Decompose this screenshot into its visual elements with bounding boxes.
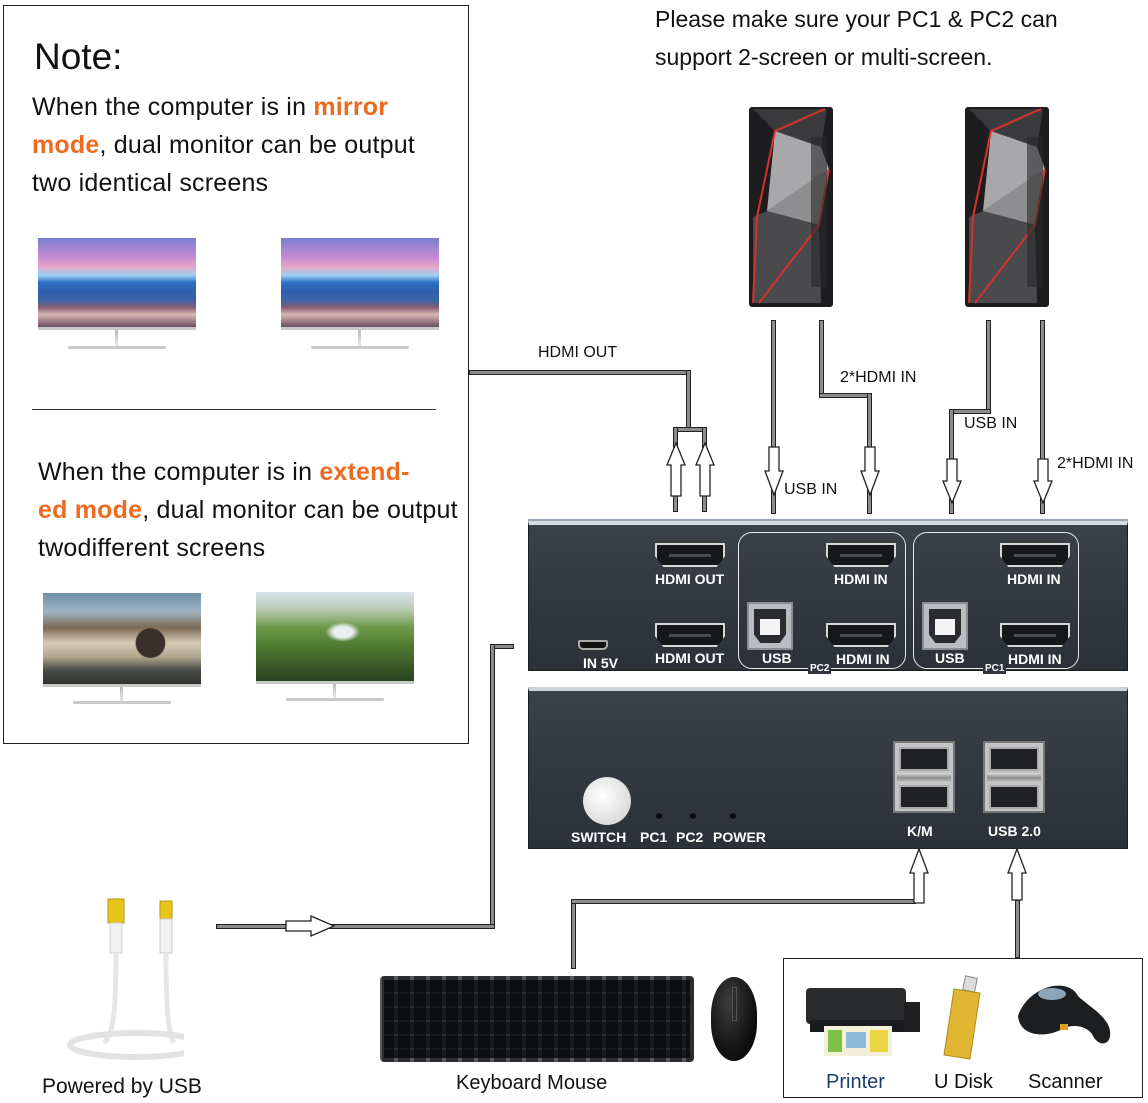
pc2-usb-in-label: USB IN xyxy=(784,481,838,498)
keyboard-mouse-label: Keyboard Mouse xyxy=(456,1072,608,1094)
pc1-hdmi-in-port-2 xyxy=(1000,623,1070,647)
pc2-hdmi-in-label-1: HDMI IN xyxy=(834,571,888,587)
u-disk-image xyxy=(943,975,981,1060)
hdmi-out-port-1 xyxy=(655,543,725,567)
micro-usb-power-port xyxy=(578,640,608,650)
pc2-hdmi-in-port-2 xyxy=(826,623,896,647)
u-disk-label: U Disk xyxy=(934,1071,993,1093)
pc1-led xyxy=(656,813,662,819)
usb-cable-image xyxy=(67,898,184,1060)
extend-mode-note: When the computer is in extend-ed mode, … xyxy=(38,453,458,567)
power-led xyxy=(730,813,736,819)
mirror-highlight-2: mode xyxy=(32,131,100,159)
pc1-led-label: PC1 xyxy=(640,829,668,845)
usb2-ports xyxy=(983,741,1045,813)
pc2-hdmi-in-port-1 xyxy=(826,543,896,567)
pc2-usb-cable xyxy=(771,320,776,514)
printer-image xyxy=(806,988,920,1056)
hdmi-out-branch-1 xyxy=(673,427,678,512)
monitor-mirror-right xyxy=(281,238,441,356)
pc2-hdmi-in-label-2: HDMI IN xyxy=(836,651,890,667)
in-5v-label: IN 5V xyxy=(583,655,619,671)
power-cable xyxy=(490,644,495,928)
pc1-group-label: PC1 xyxy=(983,663,1007,674)
powered-by-usb-label: Powered by USB xyxy=(42,1075,202,1098)
mouse-image xyxy=(711,977,757,1061)
pc1-hdmi-in-label: 2*HDMI IN xyxy=(1057,455,1134,472)
pc2-led-label: PC2 xyxy=(676,829,704,845)
pc2-hdmi-cable xyxy=(819,320,824,398)
power-cable xyxy=(216,924,495,929)
hdmi-out-branch-2 xyxy=(702,427,707,512)
pc1-usb-b-port xyxy=(922,602,968,650)
peripherals-box xyxy=(783,958,1143,1098)
hdmi-out-cable-label: HDMI OUT xyxy=(538,344,618,361)
pc2-group-label: PC2 xyxy=(808,663,832,674)
requirement-line-1: Please make sure your PC1 & PC2 can xyxy=(655,6,1058,32)
extend-prefix: When the computer is in xyxy=(38,458,320,486)
switch-button[interactable] xyxy=(583,777,631,825)
pc2-hdmi-cable xyxy=(867,393,872,514)
keyboard-cable xyxy=(571,899,576,969)
extend-highlight: extend- xyxy=(319,458,410,486)
hdmi-out-port-2 xyxy=(655,623,725,647)
requirement-text: Please make sure your PC1 & PC2 can supp… xyxy=(655,0,1058,76)
pc1-usb-in-label: USB IN xyxy=(964,415,1018,432)
hdmi-out-label-1: HDMI OUT xyxy=(655,571,725,587)
usb2-label: USB 2.0 xyxy=(988,823,1041,839)
pc2-usb-label: USB xyxy=(762,650,792,666)
extend-highlight-2: ed mode xyxy=(38,496,143,524)
pc2-hdmi-cable xyxy=(819,393,872,398)
monitor-mirror-left xyxy=(38,238,198,356)
pc1-hdmi-cable xyxy=(1040,320,1045,514)
requirement-line-2: support 2-screen or multi-screen. xyxy=(655,44,993,70)
hdmi-out-cable xyxy=(686,370,691,432)
pc1-hdmi-in-port-1 xyxy=(1000,543,1070,567)
pc2-tower xyxy=(749,107,833,307)
keyboard-image xyxy=(380,976,694,1062)
power-led-label: POWER xyxy=(713,829,766,845)
keyboard-cable xyxy=(571,899,916,904)
hdmi-out-cable xyxy=(469,370,691,375)
pc1-tower xyxy=(965,107,1049,307)
mirror-mode-note: When the computer is in mirror mode, dual… xyxy=(32,88,452,202)
pc2-led xyxy=(690,813,696,819)
pc1-usb-cable xyxy=(986,320,991,414)
mirror-suffix: , dual monitor can be output two identic… xyxy=(32,131,416,197)
up-arrow-icon xyxy=(1007,847,1027,901)
switch-label: SWITCH xyxy=(571,829,627,845)
printer-label: Printer xyxy=(826,1071,885,1093)
pc1-usb-label: USB xyxy=(935,650,965,666)
pc1-usb-cable xyxy=(949,409,991,414)
scanner-label: Scanner xyxy=(1028,1071,1103,1093)
extend-suffix: , dual monitor can be output twodifferen… xyxy=(38,496,458,562)
monitor-extend-right xyxy=(256,592,416,710)
pc2-hdmi-in-label: 2*HDMI IN xyxy=(840,369,917,386)
monitor-extend-left xyxy=(43,593,203,711)
pc2-usb-b-port xyxy=(747,602,793,650)
scanner-image xyxy=(1018,985,1111,1044)
note-divider xyxy=(32,409,436,410)
mirror-prefix: When the computer is in xyxy=(32,93,314,121)
hdmi-out-label-2: HDMI OUT xyxy=(655,650,725,666)
pc1-hdmi-in-label-1: HDMI IN xyxy=(1007,571,1061,587)
km-label: K/M xyxy=(907,823,933,839)
pc1-usb-cable xyxy=(949,409,954,514)
pc1-hdmi-in-label-2: HDMI IN xyxy=(1008,651,1062,667)
note-title: Note: xyxy=(34,36,123,77)
mirror-highlight: mirror xyxy=(313,93,389,121)
km-usb-ports xyxy=(893,741,955,813)
peripheral-cable xyxy=(1015,900,1020,958)
up-arrow-icon xyxy=(909,847,929,904)
